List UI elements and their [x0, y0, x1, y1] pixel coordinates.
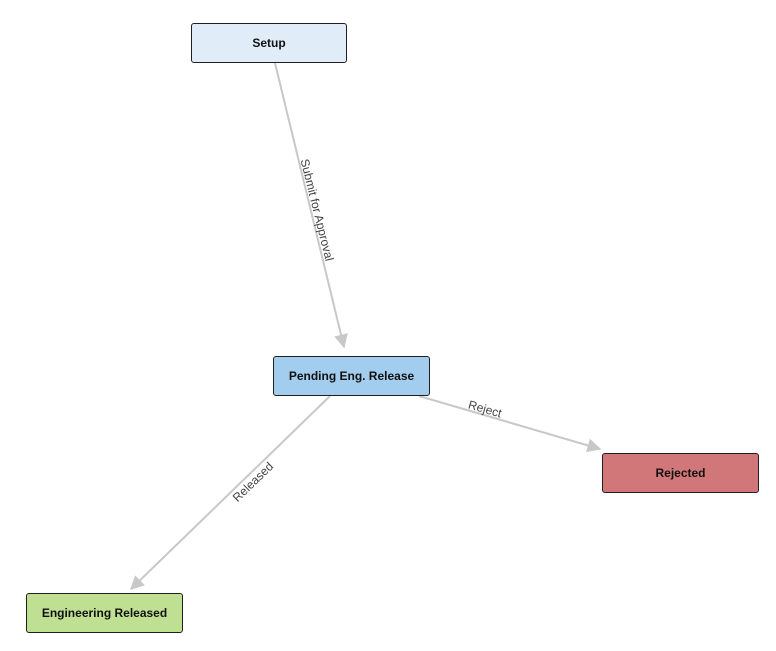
state-node-rejected[interactable]: Rejected [602, 453, 759, 493]
edge-pending-to-rejected[interactable]: Reject [418, 395, 602, 453]
state-label: Setup [252, 36, 286, 50]
edge-line [274, 62, 348, 349]
edge-label-reject: Reject [467, 398, 504, 421]
state-node-setup[interactable]: Setup [191, 23, 347, 63]
edge-pending-to-released[interactable]: Released [129, 395, 331, 590]
edge-label-released: Released [230, 459, 276, 504]
state-label: Engineering Released [41, 606, 168, 620]
state-label: Pending Eng. Release [288, 369, 415, 383]
state-label: Rejected [655, 466, 706, 480]
state-node-pending-eng-release[interactable]: Pending Eng. Release [273, 356, 430, 396]
edge-line [418, 395, 602, 453]
edge-setup-to-pending[interactable]: Submit for Approval [274, 62, 348, 349]
edge-line [129, 395, 331, 590]
edge-label-submit-for-approval: Submit for Approval [298, 158, 337, 263]
state-node-engineering-released[interactable]: Engineering Released [26, 593, 183, 633]
